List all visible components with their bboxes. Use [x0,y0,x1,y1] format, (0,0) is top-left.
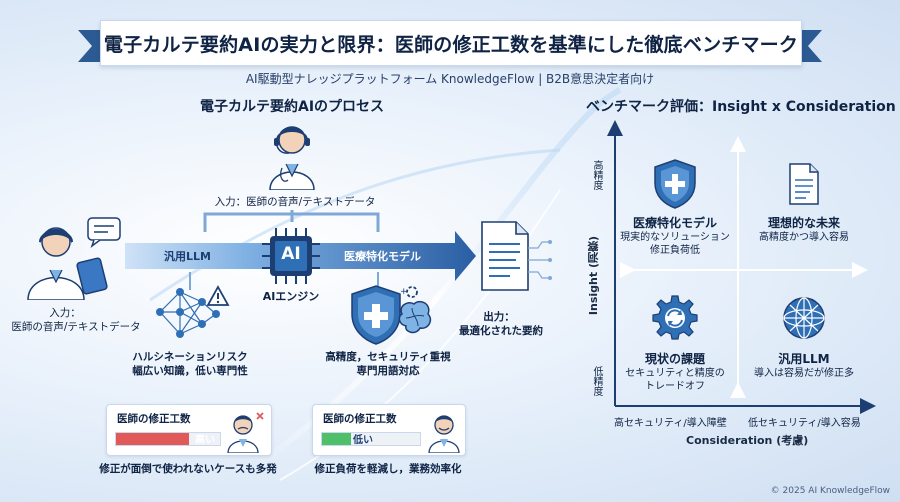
quadrant-general-title: 汎用LLM [778,352,830,366]
ai-chip-icon [262,228,320,284]
happy-doctor-icon [428,415,460,453]
summary-document-icon [481,221,552,291]
medical-shield-icon [654,159,696,209]
warning-icon [206,285,230,306]
globe-network-icon [783,297,825,339]
effort-bar-track-high [115,432,221,446]
quadrant-challenge-title: 現状の課題 [644,352,705,366]
doctor-headset-icon [269,126,315,190]
precision-sublabel: 専門用語対応 [356,365,420,377]
output-label-1: 出力： [483,311,515,323]
y-axis-high-label: 高精度 [591,160,602,190]
panel-caption-high: 修正が面倒で使われないケースも多発 [99,463,277,475]
left-input-label-2: 医師の音声/テキストデータ [11,321,141,333]
quadrant-general-sub1: 導入は容易だが修正多 [754,368,854,379]
ribbon-left-tail [78,30,102,62]
general-llm-label: 汎用LLM [164,250,211,263]
page-title: 電子カルテ要約AIの実力と限界：医師の修正工数を基準にした徹底ベンチマーク [100,20,802,66]
x-axis-left-label: 高セキュリティ/導入障壁 [614,418,727,429]
hallucination-risk-sublabel: 幅広い知識，低い専門性 [132,365,248,377]
quadrant-ideal-title: 理想的な未来 [767,216,840,230]
effort-bar-track-low [321,432,421,446]
gear-cycle-icon [652,295,698,340]
hallucination-risk-label: ハルシネーションリスク [132,351,248,363]
effort-bar-fill-high [116,433,189,445]
process-section-title: 電子カルテ要約AIのプロセス [200,99,385,115]
panel-title-high: 医師の修正工数 [117,413,191,425]
effort-level-low: 低い [353,435,373,446]
panel-title-low: 医師の修正工数 [323,413,397,425]
svg-text:+: + [400,287,408,297]
neural-network-icon [156,288,220,338]
quadrant-challenge-sub1: セキュリティと精度の [625,368,725,379]
ideal-document-icon [789,163,819,205]
quadrant-medical-title: 医療特化モデル [632,216,717,230]
top-input-label: 入力：医師の音声/テキストデータ [214,196,376,208]
nurse-tablet-icon [27,217,121,300]
y-axis-low-label: 低精度 [591,366,602,396]
panel-caption-low: 修正負荷を軽減し，業務効率化 [314,463,462,475]
quadrant-medical-sub1: 現実的なソリューション [620,232,730,243]
correction-effort-panel-low: 医師の修正工数 低い [312,404,466,456]
y-axis-title: Insight (洞察) [587,236,600,316]
benchmark-section-title: ベンチマーク評価：Insight x Consideration [586,99,896,115]
frustrated-doctor-icon [227,412,264,453]
quadrant-ideal-sub1: 高精度かつ導入容易 [759,232,849,243]
effort-bar-fill-low [322,433,352,445]
quadrant-medical-sub2: 修正負荷低 [650,245,700,256]
correction-effort-panel-high: 医師の修正工数 高い [106,404,272,456]
shield-brain-icon: + [351,285,432,345]
x-axis-title: Consideration (考慮) [686,434,809,447]
left-input-label-1: 入力： [49,307,81,319]
ai-chip-text: AI [281,244,301,264]
x-axis-right-label: 低セキュリティ/導入容易 [748,418,861,429]
ribbon-right-tail [798,30,822,62]
precision-label: 高精度，セキュリティ重視 [325,351,451,363]
footer-copyright: © 2025 AI KnowledgeFlow [770,486,890,496]
ai-engine-label: AIエンジン [262,290,320,303]
effort-level-high: 高い [195,435,215,446]
quadrant-challenge-sub2: トレードオフ [645,381,705,392]
page-subtitle: AI駆動型ナレッジプラットフォーム KnowledgeFlow | B2B意思決… [245,72,655,86]
output-label-2: 最適化された要約 [459,325,543,337]
medical-model-label: 医療特化モデル [344,250,421,263]
